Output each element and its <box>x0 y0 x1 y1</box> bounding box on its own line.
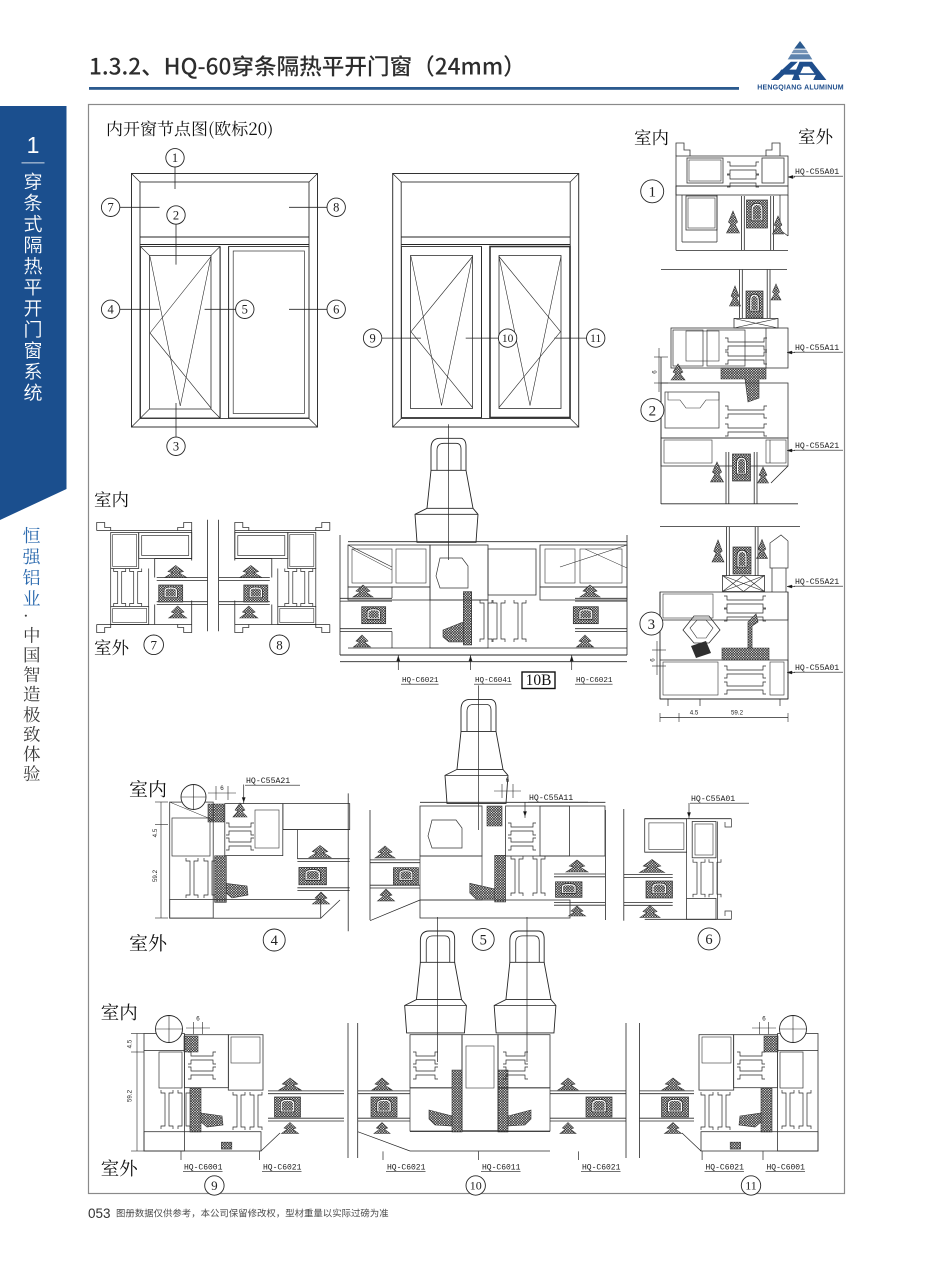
svg-text:HQ-C55A11: HQ-C55A11 <box>795 344 839 353</box>
svg-text:9: 9 <box>369 331 375 345</box>
svg-text:3: 3 <box>173 440 179 454</box>
svg-text:HQ-C6041: HQ-C6041 <box>475 677 512 685</box>
svg-text:4.5: 4.5 <box>690 710 699 717</box>
svg-text:HENGQIANG ALUMINUM: HENGQIANG ALUMINUM <box>757 85 844 92</box>
svg-text:6: 6 <box>220 785 224 792</box>
svg-text:1: 1 <box>648 184 656 200</box>
svg-text:59.2: 59.2 <box>731 710 744 717</box>
svg-text:11: 11 <box>590 333 601 345</box>
svg-text:10: 10 <box>502 333 514 345</box>
svg-text:6: 6 <box>333 303 339 317</box>
svg-text:4.5: 4.5 <box>127 1039 134 1048</box>
svg-text:4.5: 4.5 <box>152 828 159 837</box>
svg-text:HQ-C55A01: HQ-C55A01 <box>691 795 735 804</box>
svg-text:HQ-C6001: HQ-C6001 <box>767 1164 806 1173</box>
svg-text:HQ-C6021: HQ-C6021 <box>387 1164 426 1173</box>
svg-text:2: 2 <box>173 208 179 222</box>
svg-text:7: 7 <box>150 637 157 652</box>
svg-text:7: 7 <box>107 201 113 215</box>
svg-text:HQ-C55A11: HQ-C55A11 <box>529 794 573 803</box>
svg-text:8: 8 <box>333 201 339 215</box>
svg-text:6: 6 <box>762 1016 766 1023</box>
svg-text:9: 9 <box>211 1178 218 1193</box>
svg-text:1: 1 <box>172 151 178 165</box>
svg-text:1: 1 <box>27 132 40 158</box>
svg-text:HQ-C55A21: HQ-C55A21 <box>795 442 839 451</box>
svg-text:HQ-C6001: HQ-C6001 <box>184 1164 223 1173</box>
svg-text:HQ-C55A21: HQ-C55A21 <box>795 578 839 587</box>
svg-text:HQ-C55A01: HQ-C55A01 <box>795 664 839 673</box>
svg-text:HQ-C6021: HQ-C6021 <box>582 1164 621 1173</box>
svg-text:HQ-C55A01: HQ-C55A01 <box>795 168 839 177</box>
svg-text:053: 053 <box>88 1206 111 1221</box>
svg-text:HQ-C6011: HQ-C6011 <box>482 1164 521 1173</box>
svg-text:10: 10 <box>470 1179 482 1193</box>
svg-text:6: 6 <box>705 932 712 948</box>
svg-text:8: 8 <box>276 637 283 652</box>
svg-text:HQ-C55A21: HQ-C55A21 <box>246 777 290 786</box>
svg-text:4: 4 <box>271 933 279 949</box>
svg-text:11: 11 <box>745 1179 757 1193</box>
svg-text:10B: 10B <box>526 672 552 689</box>
svg-text:59.2: 59.2 <box>152 869 159 882</box>
svg-text:6: 6 <box>506 777 510 784</box>
svg-text:5: 5 <box>242 303 248 317</box>
svg-text:HQ-C6021: HQ-C6021 <box>706 1164 745 1173</box>
svg-text:HQ-C6021: HQ-C6021 <box>263 1164 302 1173</box>
svg-text:59.2: 59.2 <box>127 1089 134 1102</box>
svg-text:6: 6 <box>196 1016 200 1023</box>
svg-text:6: 6 <box>652 370 659 374</box>
svg-text:HQ-C6021: HQ-C6021 <box>576 677 613 685</box>
svg-text:6: 6 <box>650 658 657 662</box>
svg-text:2: 2 <box>649 403 657 419</box>
svg-text:3: 3 <box>648 617 656 633</box>
svg-text:4: 4 <box>107 303 114 317</box>
svg-text:HQ-C6021: HQ-C6021 <box>402 677 439 685</box>
svg-text:5: 5 <box>480 932 487 948</box>
